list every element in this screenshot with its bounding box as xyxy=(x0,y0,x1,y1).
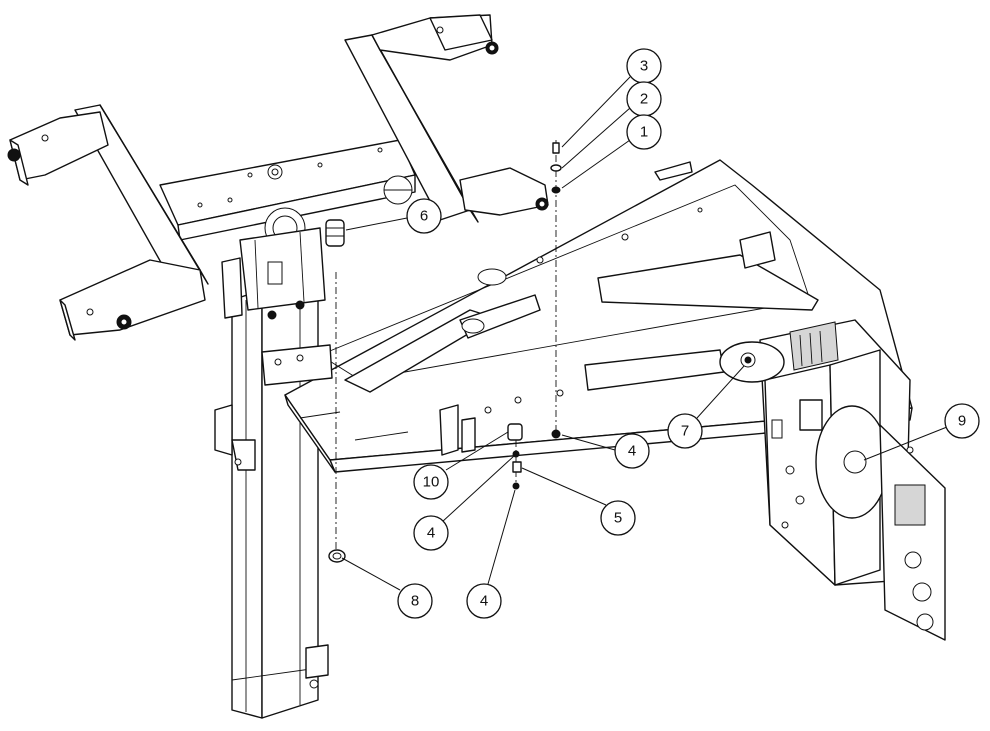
bolt-part-3 xyxy=(552,142,560,154)
svg-text:8: 8 xyxy=(411,593,419,610)
hardware-parts xyxy=(325,142,562,563)
svg-text:4: 4 xyxy=(480,593,488,610)
callout-1: 1 xyxy=(626,114,662,150)
upper-frame xyxy=(7,14,549,341)
callouts: 3 2 1 6 4 7 9 10 xyxy=(397,48,980,619)
bolt-part-5 xyxy=(512,461,522,473)
nut-part-4-lower xyxy=(512,482,520,490)
nut-part-4-right xyxy=(551,429,561,439)
callout-10: 10 xyxy=(413,464,449,500)
callout-4-lower: 4 xyxy=(466,583,502,619)
callout-8: 8 xyxy=(397,583,433,619)
svg-text:4: 4 xyxy=(427,525,435,542)
washer-part-2 xyxy=(550,164,562,172)
nut-part-4-middle xyxy=(512,450,520,458)
callout-4-middle: 4 xyxy=(413,515,449,551)
svg-text:4: 4 xyxy=(628,443,636,460)
callout-7: 7 xyxy=(667,413,703,449)
svg-text:5: 5 xyxy=(614,510,622,527)
svg-text:2: 2 xyxy=(640,91,648,108)
fitting-part-6 xyxy=(325,219,345,247)
leader-lines xyxy=(341,76,948,591)
vertical-column xyxy=(214,289,329,719)
svg-text:3: 3 xyxy=(640,58,648,75)
callout-9: 9 xyxy=(944,403,980,439)
callout-4-right: 4 xyxy=(614,433,650,469)
callout-2: 2 xyxy=(626,81,662,117)
svg-text:10: 10 xyxy=(423,474,440,491)
svg-text:9: 9 xyxy=(958,413,966,430)
callout-5: 5 xyxy=(600,500,636,536)
motor-assembly xyxy=(719,319,946,641)
callout-3: 3 xyxy=(626,48,662,84)
svg-text:6: 6 xyxy=(420,208,428,225)
bushing-part-10 xyxy=(507,423,523,441)
svg-text:7: 7 xyxy=(681,423,689,440)
svg-text:1: 1 xyxy=(640,124,648,141)
callout-6: 6 xyxy=(406,198,442,234)
nut-part-1 xyxy=(551,186,561,194)
